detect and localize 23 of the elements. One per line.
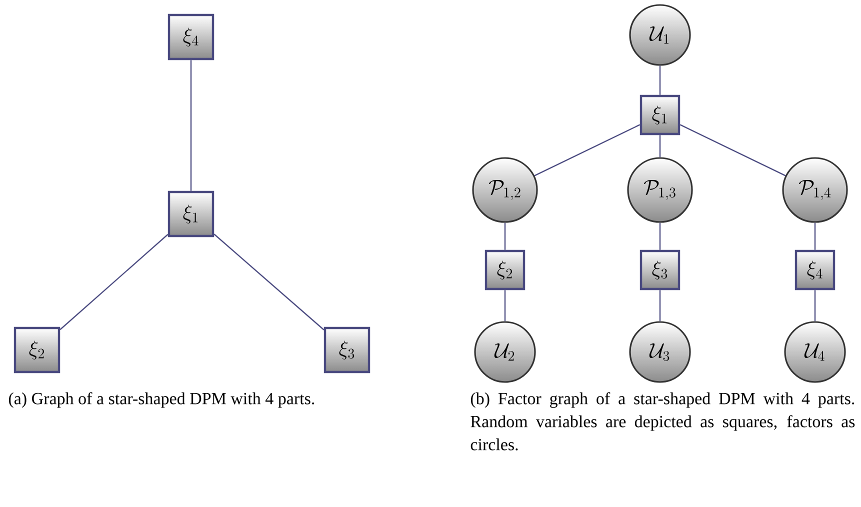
- variable-box: $\xi_2$: [484, 250, 526, 290]
- connector-line: [504, 290, 506, 322]
- variable-box: $\xi_3$: [324, 326, 370, 374]
- variable-box: $\xi_4$: [794, 250, 836, 290]
- variable-box: $\xi_2$: [14, 326, 60, 374]
- variable-box: $\xi_1$: [168, 190, 214, 238]
- connector-line: [534, 124, 640, 176]
- connector-line: [659, 290, 661, 322]
- connector-line: [814, 222, 816, 250]
- connector-line: [680, 124, 786, 176]
- connector-line: [504, 222, 506, 250]
- variable-box: $\xi_3$: [640, 250, 680, 290]
- variable-box: $\xi_4$: [168, 14, 214, 60]
- connector-line: [60, 234, 168, 330]
- caption: (a) Graph of a star-shaped DPM with 4 parts.: [8, 392, 314, 408]
- caption: (b) Factor graph of a star-shaped DPM with 4 parts. Random variables are depicted as squares, factors as circles.: [470, 392, 855, 450]
- connector-line: [190, 60, 192, 191]
- connector-line: [814, 290, 816, 322]
- connector-line: [659, 222, 661, 250]
- connector-line: [659, 135, 661, 158]
- variable-box: $\xi_1$: [640, 94, 680, 136]
- connector-line: [214, 234, 324, 330]
- connector-line: [659, 66, 661, 95]
